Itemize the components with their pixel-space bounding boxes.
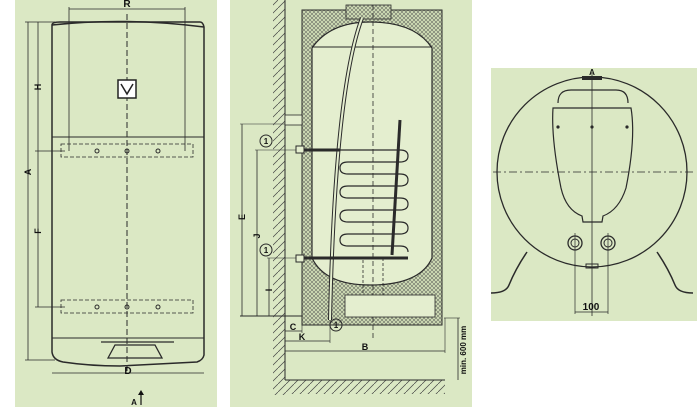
side-section-drawing: 1 1 1 E J I C K B min. 600 mm xyxy=(237,0,468,395)
side-section-panel: 1 1 1 E J I C K B min. 600 mm xyxy=(230,0,472,407)
section-marker-label: A xyxy=(131,398,137,407)
dim-label-b: B xyxy=(362,342,369,352)
dim-label-c: C xyxy=(290,322,297,332)
dim-label-d: D xyxy=(124,366,131,377)
dim-label-r: R xyxy=(123,0,131,10)
dim-label-e: E xyxy=(237,214,247,220)
callout-1-middle: 1 xyxy=(264,246,269,255)
dim-label-h: H xyxy=(33,84,43,91)
brand-logo-icon xyxy=(117,79,137,99)
front-view-panel: R H A F D A xyxy=(15,0,217,407)
callout-1-top: 1 xyxy=(264,137,269,146)
callout-1-bottom: 1 xyxy=(334,321,339,330)
top-view-label-a: A xyxy=(589,68,595,77)
front-view-drawing: R H A F D A xyxy=(23,0,205,407)
dim-label-a: A xyxy=(23,168,33,175)
top-view-drawing: A 100 xyxy=(491,68,695,316)
dim-label-f: F xyxy=(33,228,43,234)
top-view-panel: A 100 xyxy=(491,68,697,321)
dim-label-i: I xyxy=(264,289,274,292)
spacing-label: 100 xyxy=(583,302,600,313)
dim-label-k: K xyxy=(299,332,306,342)
dim-label-j: J xyxy=(252,233,262,238)
clearance-label: min. 600 mm xyxy=(459,326,468,374)
